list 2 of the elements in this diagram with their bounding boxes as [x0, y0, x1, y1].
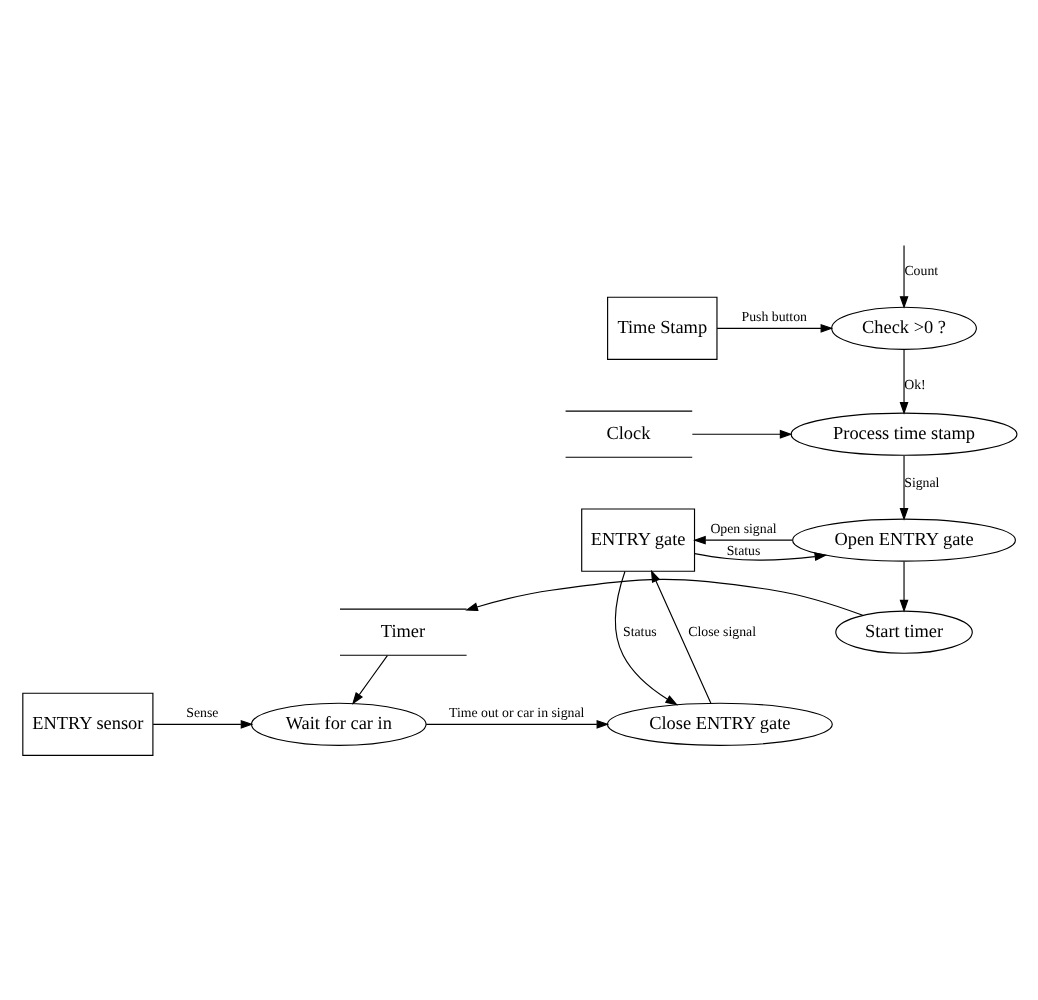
node-text: Clock — [605, 422, 650, 443]
node-text: Timer — [379, 620, 425, 641]
